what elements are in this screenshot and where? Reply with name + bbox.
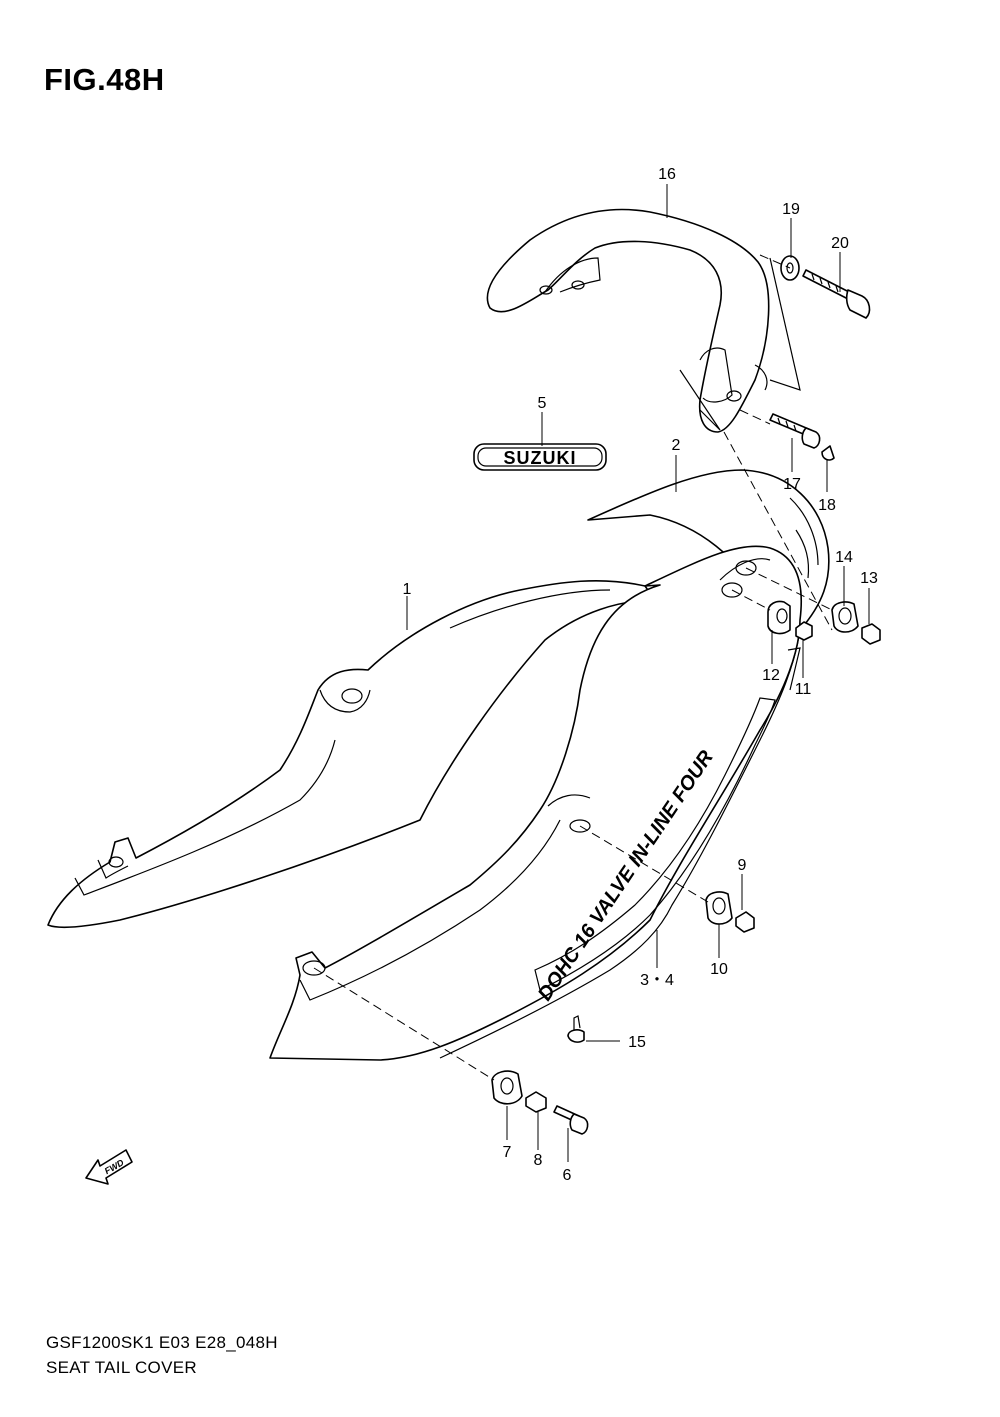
- part-20-bolt: [802, 269, 871, 319]
- part-5-suzuki-emblem: SUZUKI: [473, 443, 607, 471]
- part-7-grommet: [491, 1070, 523, 1105]
- callout-18: 18: [818, 497, 836, 514]
- callout-5: 5: [538, 395, 547, 412]
- callout-8: 8: [534, 1152, 543, 1169]
- callout-2: 2: [672, 437, 681, 454]
- figure-name: SEAT TAIL COVER: [46, 1358, 197, 1377]
- part-18-cap: [821, 445, 835, 461]
- callout-17: 17: [783, 476, 801, 493]
- callouts: 1 2 3・4 5 6 7 8 9 10 11 12 13 14 15 16 1…: [403, 166, 878, 1184]
- part-10-grommet: [705, 891, 733, 925]
- callout-14: 14: [835, 549, 853, 566]
- callout-15: 15: [628, 1034, 646, 1051]
- part-15-clip: [567, 1015, 585, 1043]
- part-11-collar: [795, 621, 813, 641]
- part-16-grab-rail: [486, 208, 801, 433]
- callout-12: 12: [762, 667, 780, 684]
- callout-10: 10: [710, 961, 728, 978]
- part-13-collar: [861, 623, 881, 645]
- callout-7: 7: [503, 1144, 512, 1161]
- part-6-bolt: [553, 1105, 589, 1135]
- callout-6: 6: [563, 1167, 572, 1184]
- emblem-text: SUZUKI: [504, 448, 577, 468]
- callout-16: 16: [658, 166, 676, 183]
- part-17-bolt: [769, 413, 821, 449]
- figure-code: GSF1200SK1 E03 E28_048H: [46, 1333, 278, 1352]
- callout-13: 13: [860, 570, 878, 587]
- callout-1: 1: [403, 581, 412, 598]
- callout-20: 20: [831, 235, 849, 252]
- callout-19: 19: [782, 201, 800, 218]
- part-12-grommet: [767, 600, 791, 635]
- figure-title: FIG.48H: [44, 62, 165, 97]
- part-8-collar: [525, 1091, 547, 1113]
- callout-9: 9: [738, 857, 747, 874]
- part-14-grommet: [831, 601, 859, 633]
- fwd-arrow-icon: FWD: [85, 1149, 133, 1185]
- leader-lines: [406, 184, 870, 1162]
- callout-3-4: 3・4: [640, 972, 674, 989]
- callout-11: 11: [795, 681, 812, 698]
- part-1-seat-tail-cover-left: [47, 580, 656, 929]
- part-9-collar: [735, 911, 755, 933]
- assembly-lines: [313, 254, 833, 1081]
